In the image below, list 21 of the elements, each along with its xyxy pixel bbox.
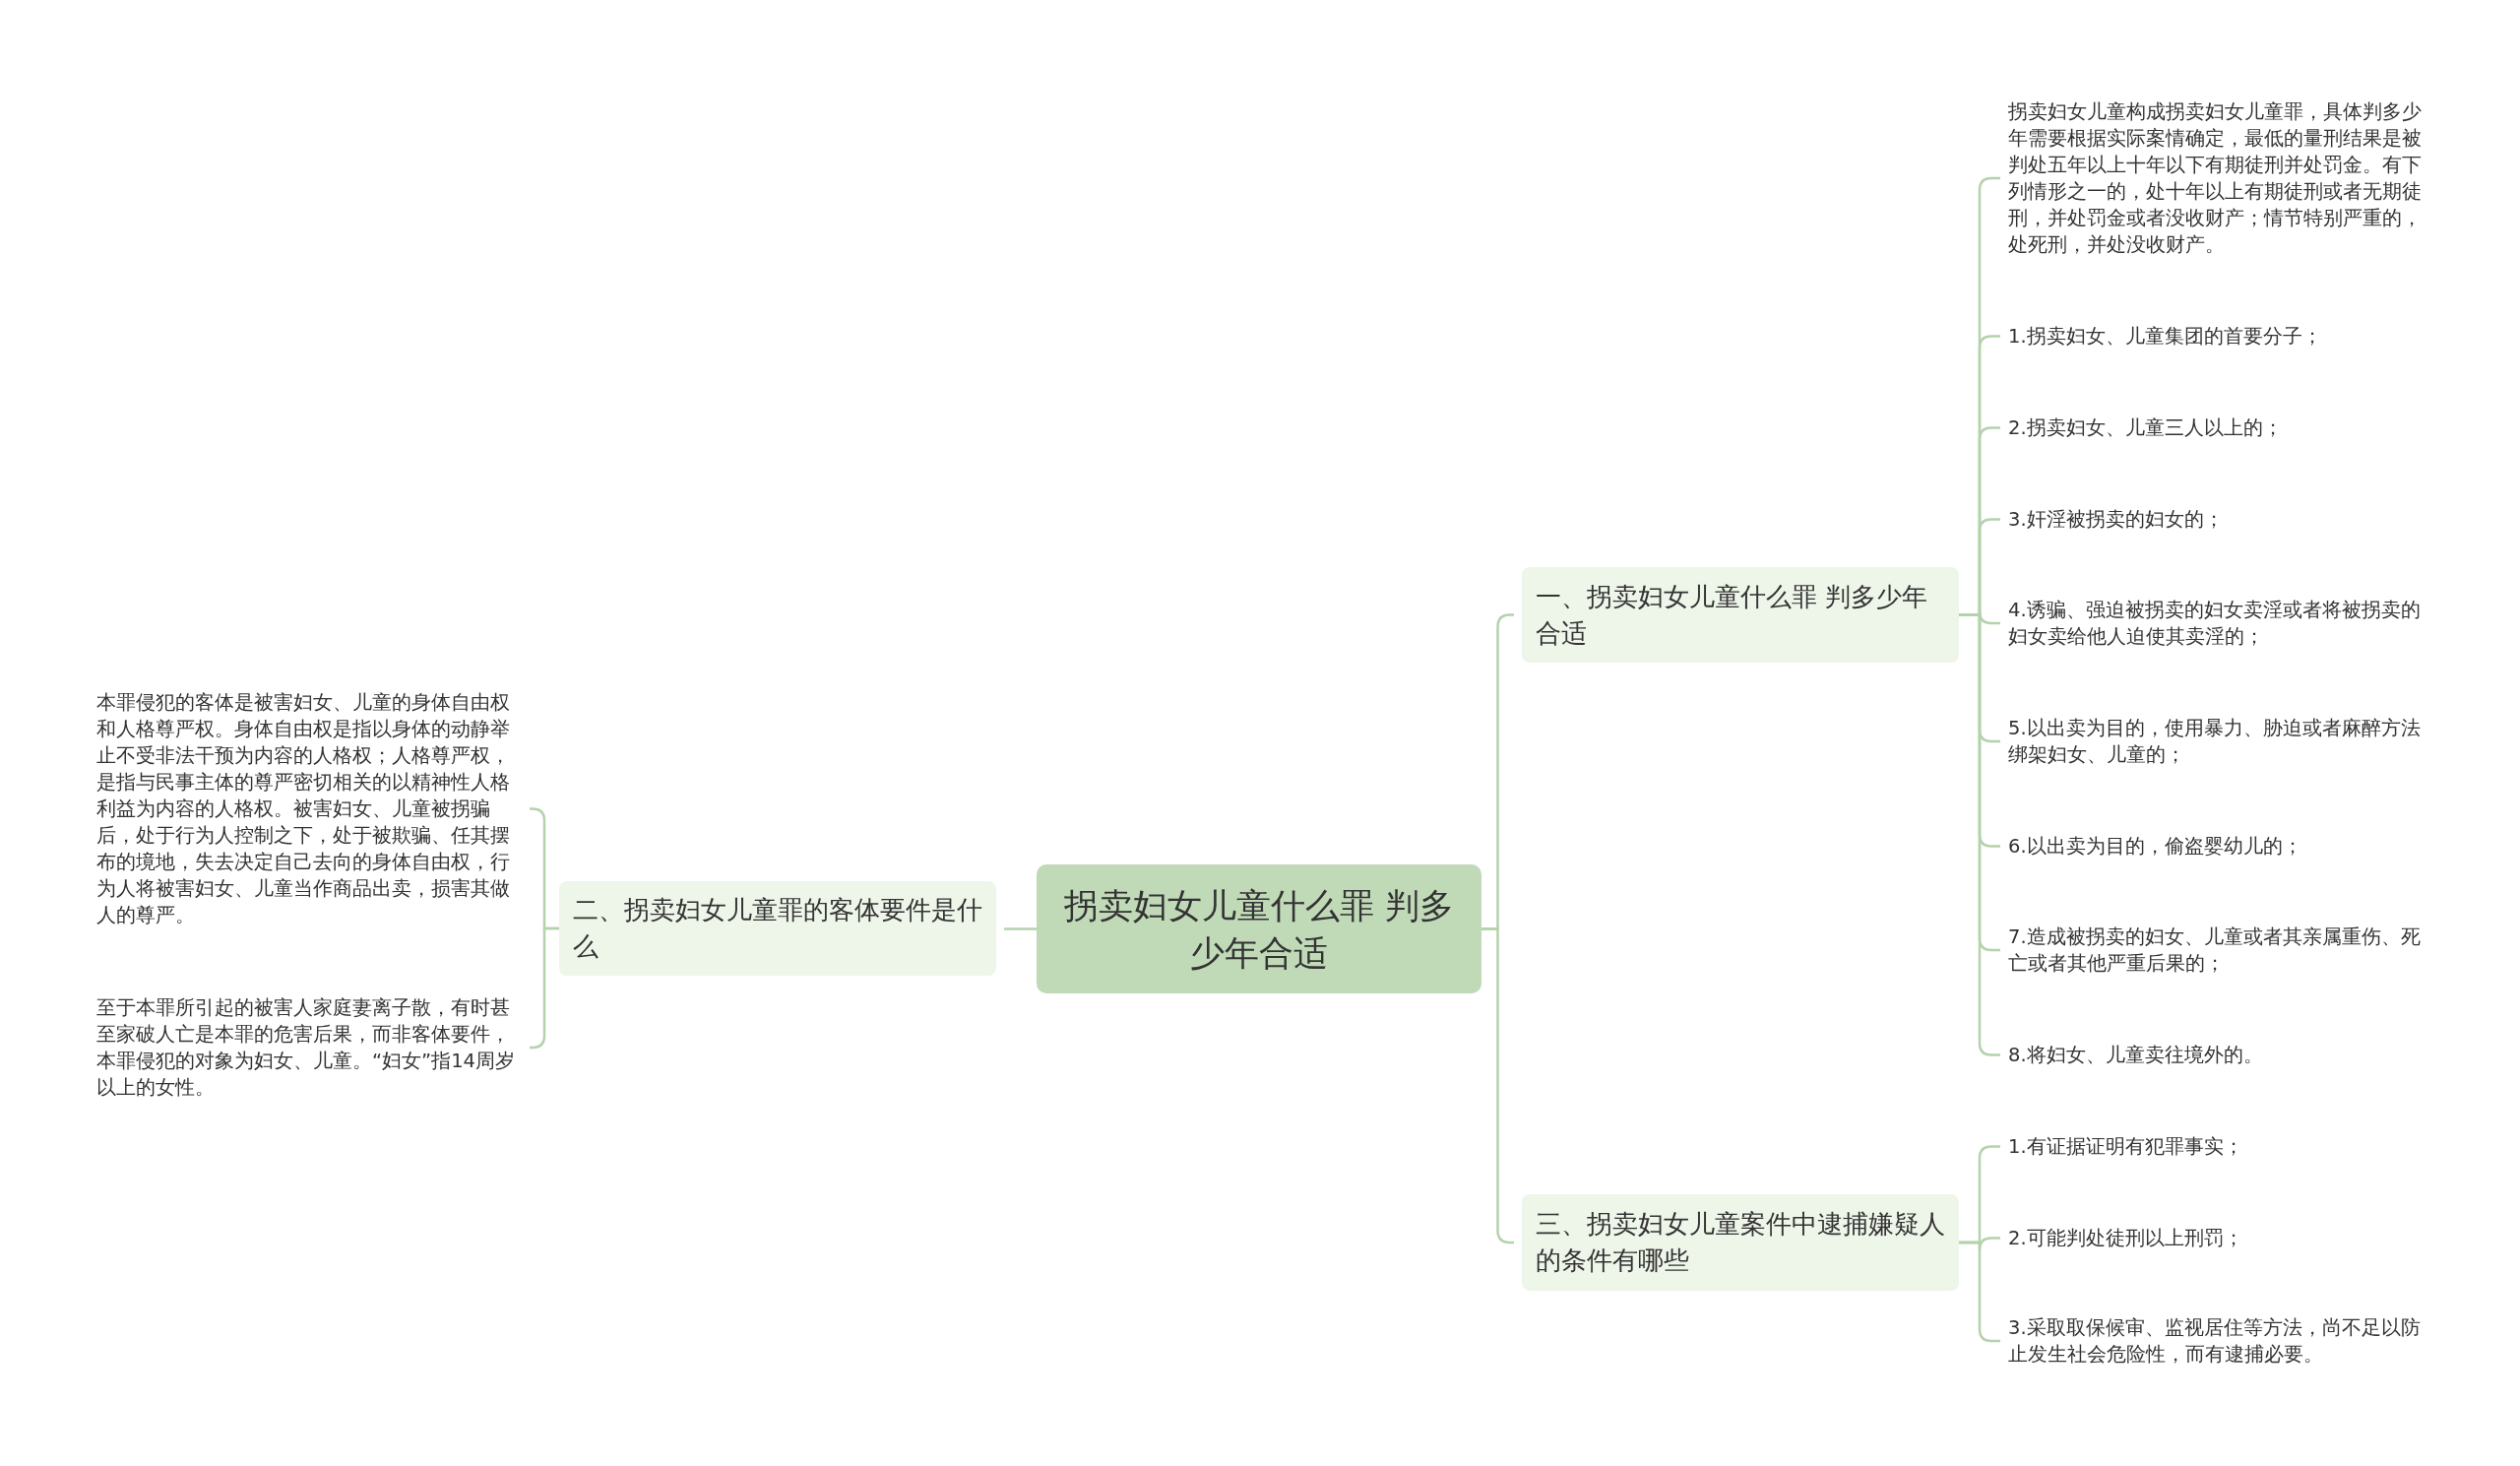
note-text: 6.以出卖为目的，偷盗婴幼儿的； [2008,832,2302,860]
note-text: 2.拐卖妇女、儿童三人以上的； [2008,414,2283,441]
topic-box: 二、拐卖妇女儿童罪的客体要件是什么 [559,881,996,976]
note-text: 1.拐卖妇女、儿童集团的首要分子； [2008,322,2322,350]
topic-box: 一、拐卖妇女儿童什么罪 判多少年合适 [1522,567,1959,663]
note-text: 1.有证据证明有犯罪事实； [2008,1132,2243,1160]
note-text: 至于本罪所引起的被害人家庭妻离子散，有时甚至家破人亡是本罪的危害后果，而非客体要件，本罪侵犯的对象为妇女、儿童。“妇女”指14周岁以上的女性。 [96,994,522,1101]
note-text: 2.可能判处徒刑以上刑罚； [2008,1224,2243,1251]
topic-box: 三、拐卖妇女儿童案件中逮捕嫌疑人的条件有哪些 [1522,1194,1959,1291]
note-text: 5.以出卖为目的，使用暴力、胁迫或者麻醉方法绑架妇女、儿童的； [2008,715,2431,768]
note-text: 4.诱骗、强迫被拐卖的妇女卖淫或者将被拐卖的妇女卖给他人迫使其卖淫的； [2008,597,2431,650]
connector-line [530,926,559,1050]
root-topic-box: 拐卖妇女儿童什么罪 判多少年合适 [1037,864,1481,993]
note-text: 7.造成被拐卖的妇女、儿童或者其亲属重伤、死亡或者其他严重后果的； [2008,924,2431,977]
connector-line [1959,613,2000,1056]
note-text: 8.将妇女、儿童卖往境外的。 [2008,1041,2263,1068]
connector-line [1004,927,1037,930]
note-text: 拐卖妇女儿童构成拐卖妇女儿童罪，具体判多少年需要根据实际案情确定，最低的量刑结果是被判处五年以上十年以下有期徒刑并处罚金。有下列情形之一的，处十年以上有期徒刑或者无期徒刑，并处罚金或者没收财产；情节特别严重的，处死刑，并处没收财产。 [2008,98,2431,258]
note-text: 本罪侵犯的客体是被害妇女、儿童的身体自由权和人格尊严权。身体自由权是指以身体的动静举止不受非法干预为内容的人格权；人格尊严权，是指与民事主体的尊严密切相关的以精神性人格利益为内容的人格权。被害妇女、儿童被拐骗后，处于行为人控制之下，处于被欺骗、任其摆布的境地，失去决定自己去向的身体自由权，行为人将被害妇女、儿童当作商品出卖，损害其做人的尊严。 [96,689,522,928]
note-text: 3.采取取保候审、监视居住等方法，尚不足以防止发生社会危险性，而有逮捕必要。 [2008,1314,2431,1368]
note-text: 3.奸淫被拐卖的妇女的； [2008,505,2224,533]
